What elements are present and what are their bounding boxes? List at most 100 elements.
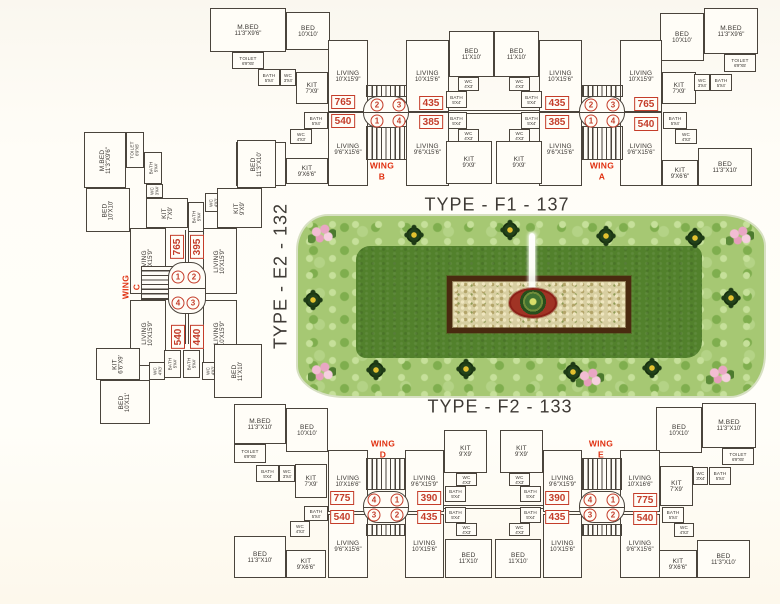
room-dimensions: 5'X4' <box>311 120 321 126</box>
f1-staircase <box>366 85 407 97</box>
room-label: LIVING <box>628 539 652 547</box>
flat-number-circle: 4 <box>583 493 597 507</box>
room-dimensions: 4'X3' <box>157 366 162 376</box>
flat-number-circle: 1 <box>390 493 404 507</box>
area-badge: 395 <box>190 235 204 259</box>
room-dimensions: 10'X15'6" <box>414 76 441 83</box>
room-dimensions: 5'X4' <box>715 476 725 481</box>
dark-flower-icon <box>301 288 325 312</box>
f2-staircase <box>582 524 622 536</box>
room-label: TOILET <box>731 58 749 63</box>
dark-flower-icon <box>364 358 388 382</box>
room-dimensions: 3'X4' <box>696 476 705 481</box>
room-dimensions: 9'X6'6" <box>670 173 690 180</box>
room-label: BED <box>675 30 689 38</box>
room-label: BATH <box>450 115 463 121</box>
room-label: BATH <box>148 161 153 175</box>
area-badge: 435 <box>417 510 441 524</box>
room-label: LIVING <box>629 69 653 77</box>
room-dimensions: 9'X9' <box>240 201 246 215</box>
room-label: M.BED <box>718 419 740 426</box>
room-label: BED <box>253 550 267 558</box>
room-label: BATH <box>191 210 196 224</box>
room-dimensions: 4'X3' <box>296 136 306 142</box>
room-dimensions: 9'X6'6" <box>296 564 316 571</box>
room-label: BED <box>718 160 732 168</box>
room-label: KIT <box>160 207 168 219</box>
room-dimensions: 5'X4' <box>527 120 536 126</box>
room-dimensions: 5'X4' <box>191 359 197 369</box>
area-badge: 540 <box>171 325 185 349</box>
room-label: LIVING <box>336 474 360 482</box>
room-dimensions: 11'3"X10' <box>712 167 738 174</box>
title-type-f1: TYPE - F1 - 137 <box>424 194 570 215</box>
room-label: BATH <box>449 510 462 515</box>
flat-number-circle: 4 <box>171 296 185 310</box>
room-dimensions: 9'X6'6" <box>668 564 688 571</box>
area-badge: 775 <box>330 491 354 505</box>
f2-staircase <box>366 524 406 536</box>
room-label: KIT <box>673 81 685 89</box>
room-dimensions: 7'X9' <box>670 486 683 493</box>
dark-flower-icon <box>683 226 707 250</box>
room-dimensions: 9'6"X15'9" <box>548 481 577 488</box>
room-dimensions: 5'X4' <box>716 82 726 88</box>
room-dimensions: 9'X9' <box>512 163 526 169</box>
room-label: LIVING <box>551 539 574 547</box>
f1-staircase <box>366 126 407 160</box>
room-label: WC <box>515 79 524 84</box>
flat-number-circle: 1 <box>584 114 598 128</box>
room-label: BED <box>300 423 314 431</box>
room-dimensions: 7'X9' <box>304 481 318 488</box>
room-label: WC <box>515 131 524 136</box>
room-label: LIVING <box>336 539 360 547</box>
room-label: WC <box>696 471 705 476</box>
flat-number-circle: 4 <box>367 493 381 507</box>
dark-flower-icon <box>594 224 618 248</box>
room-dimensions: 11'3"X10' <box>256 151 263 177</box>
room-dimensions: 9'X6'6" <box>297 171 317 178</box>
room-label: WC <box>295 524 305 529</box>
room-dimensions: 5'X4' <box>668 515 678 520</box>
area-badge: 540 <box>330 510 354 524</box>
room-dimensions: 11'X10' <box>461 54 482 61</box>
room-label: M.BED <box>249 417 271 425</box>
room-label: LIVING <box>628 474 652 482</box>
room-label: WC <box>283 72 293 78</box>
area-badge: 540 <box>634 117 658 131</box>
room-dimensions: 4'X3' <box>515 136 524 141</box>
dark-flower-icon <box>640 356 664 380</box>
dark-flower-icon <box>402 223 426 247</box>
room-label: LIVING <box>413 539 436 547</box>
room-label: BATH <box>309 508 323 514</box>
room-label: LIVING <box>336 142 360 150</box>
flat-number-circle: 2 <box>370 98 384 112</box>
room-label: TOILET <box>241 448 259 454</box>
room-dimensions: 9'X9' <box>462 163 476 169</box>
room-dimensions: 10'X15'9" <box>628 76 654 83</box>
pink-flower-cluster-icon <box>308 361 336 383</box>
